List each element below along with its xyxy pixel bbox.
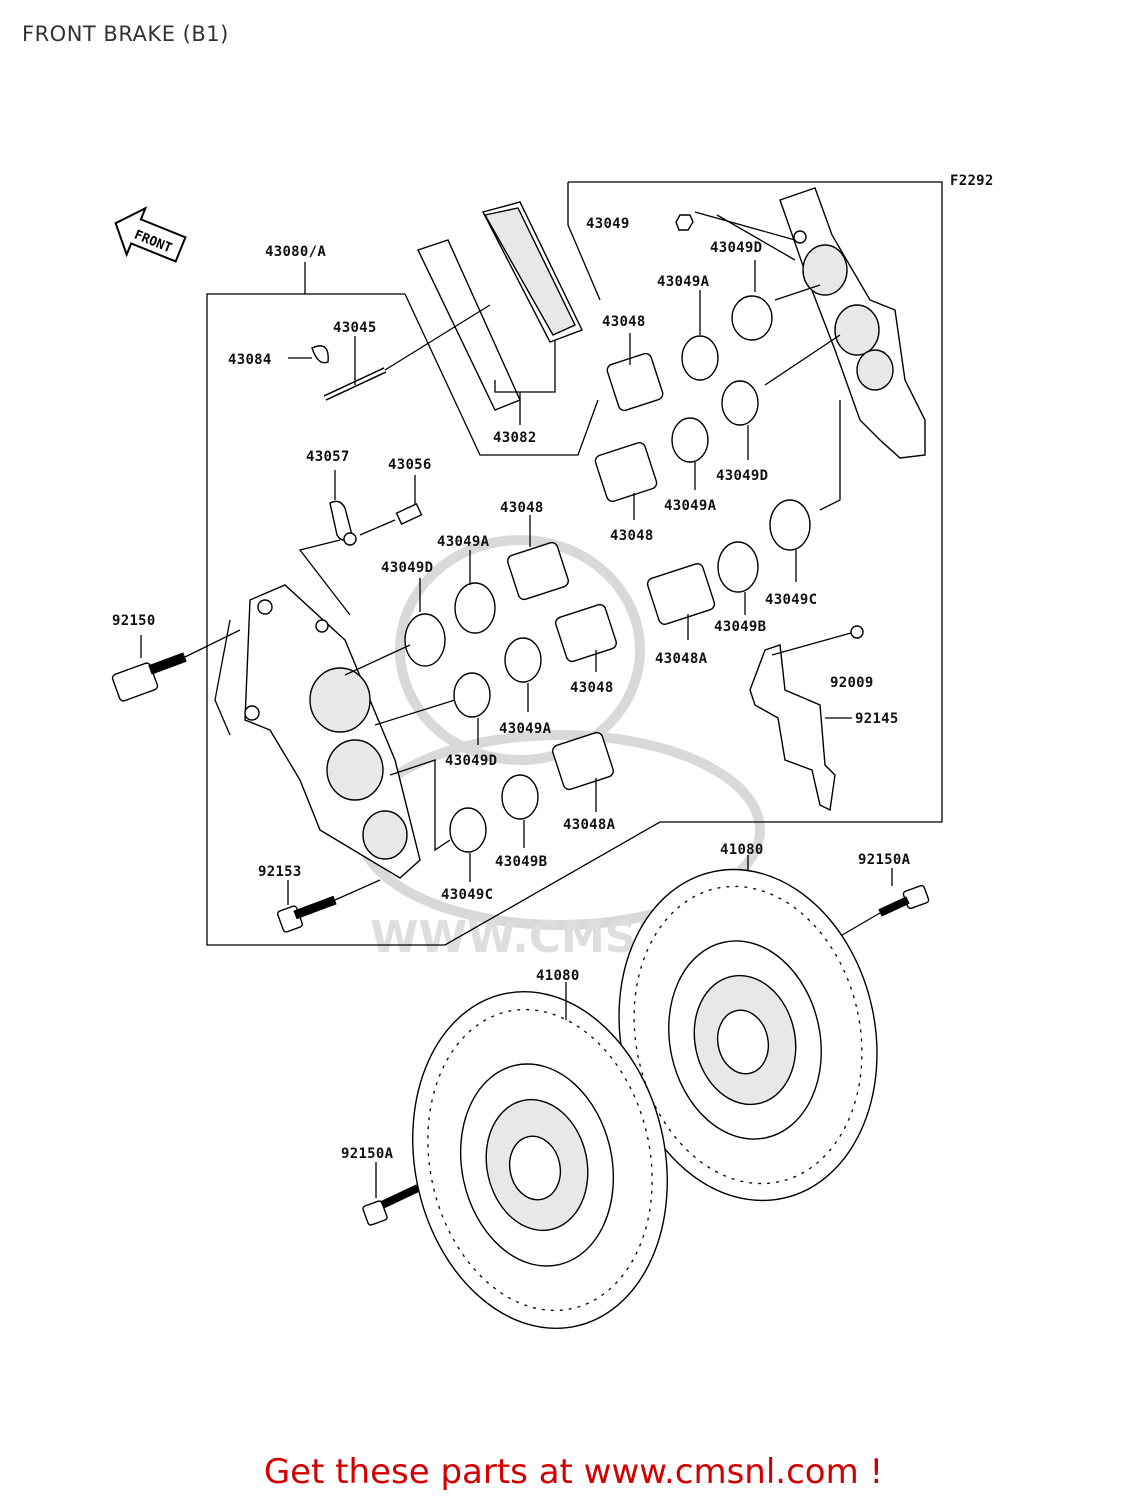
label-43057: 43057 (306, 449, 350, 465)
diagram-code: F2292 (950, 173, 994, 189)
disc-bolt-92150A-left (362, 1161, 469, 1226)
label-92150A: 92150A (341, 1146, 394, 1162)
label-43049B: 43049B (714, 619, 766, 635)
page-title: FRONT BRAKE (B1) (22, 22, 229, 46)
label-43080A: 43080/A (265, 244, 326, 260)
label-43049D: 43049D (716, 468, 768, 484)
label-43056: 43056 (388, 457, 432, 473)
label-43048: 43048 (500, 500, 544, 516)
label-43049D: 43049D (445, 753, 497, 769)
assembly-outlines (206, 181, 943, 946)
label-43049: 43049 (586, 216, 630, 232)
part-labels: 43080/A 43045 43084 43082 43049 43049D 4… (112, 216, 911, 1162)
caliper-bolt-92150 (111, 629, 241, 702)
label-43049D: 43049D (710, 240, 762, 256)
bleed-valve-part (298, 470, 423, 616)
label-43048A: 43048A (655, 651, 708, 667)
label-43082: 43082 (493, 430, 537, 446)
label-41080: 41080 (720, 842, 764, 858)
label-43049A: 43049A (437, 534, 490, 550)
caliper-left-part (214, 584, 421, 879)
label-43084: 43084 (228, 352, 272, 368)
label-92150: 92150 (112, 613, 156, 629)
label-92145: 92145 (855, 711, 899, 727)
brake-disc-upper (618, 855, 878, 1202)
label-92150A: 92150A (858, 852, 911, 868)
label-92153: 92153 (258, 864, 302, 880)
brake-disc-lower (412, 982, 668, 1330)
label-43049A: 43049A (499, 721, 552, 737)
label-43045: 43045 (333, 320, 377, 336)
pad-pin-part (288, 304, 491, 401)
label-43048: 43048 (610, 528, 654, 544)
label-43048: 43048 (602, 314, 646, 330)
brake-pads-part (404, 201, 599, 456)
label-43049C: 43049C (441, 887, 493, 903)
label-43049C: 43049C (765, 592, 817, 608)
pistons-seals-part (344, 214, 841, 882)
label-41080: 41080 (536, 968, 580, 984)
label-43049A: 43049A (664, 498, 717, 514)
footer-link[interactable]: Get these parts at www.cmsnl.com ! (263, 1452, 884, 1492)
label-43049A: 43049A (657, 274, 710, 290)
front-arrow-icon: FRONT (114, 206, 187, 263)
label-43049D: 43049D (381, 560, 433, 576)
disc-bolt-92150A-right (824, 868, 930, 946)
label-43049B: 43049B (495, 854, 547, 870)
pad-spring-part (749, 625, 864, 812)
label-43048: 43048 (570, 680, 614, 696)
label-43048A: 43048A (563, 817, 616, 833)
caliper-right-part (675, 187, 926, 459)
label-92009: 92009 (830, 675, 874, 691)
caliper-bolt-92153 (276, 879, 381, 933)
